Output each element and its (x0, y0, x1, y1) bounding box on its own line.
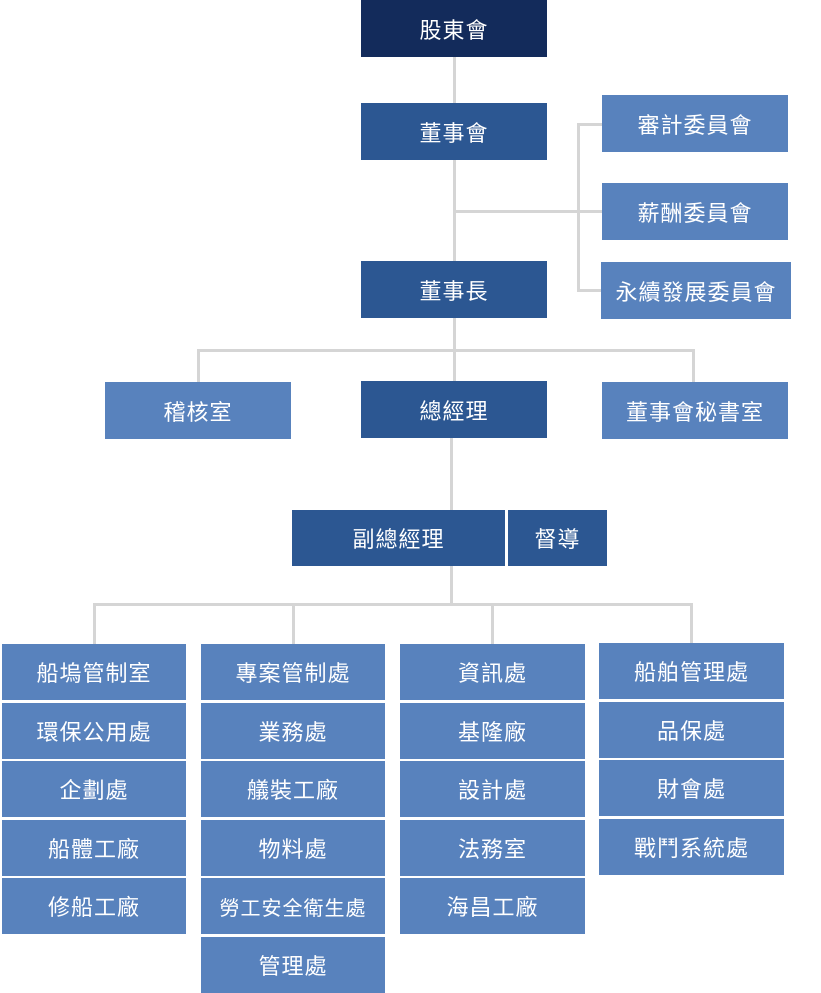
dept-col2-item-6: 管理處 (201, 937, 385, 993)
dept-label: 戰鬥系統處 (633, 837, 749, 862)
dept-label: 物料處 (258, 838, 328, 863)
dept-label: 法務室 (457, 838, 527, 863)
dept-col2-item-4: 物料處 (201, 820, 385, 876)
node-label: 稽核室 (163, 400, 233, 426)
dept-col2-item-5: 勞工安全衛生處 (201, 878, 385, 934)
dept-col2-item-2: 業務處 (201, 703, 385, 759)
dept-label: 管理處 (258, 955, 328, 980)
connector-col4 (690, 603, 693, 643)
dept-col2-item-3: 艤裝工廠 (201, 761, 385, 817)
node-label: 副總經理 (352, 528, 445, 553)
dept-col4-item-4: 戰鬥系統處 (599, 819, 784, 875)
dept-col1-item-4: 船體工廠 (2, 820, 186, 876)
dept-col1-item-2: 環保公用處 (2, 703, 186, 759)
connector-staff-bar (197, 349, 695, 352)
dept-label: 船塢管制室 (36, 662, 152, 687)
connector-col1 (93, 603, 96, 644)
node-board: 董事會 (361, 103, 547, 160)
node-remuneration-committee: 薪酬委員會 (602, 183, 788, 240)
dept-col1-item-5: 修船工廠 (2, 878, 186, 934)
node-vice-president: 副總經理 (292, 510, 505, 566)
connector-shareholders-board (453, 57, 456, 103)
dept-col4-item-2: 品保處 (599, 702, 784, 758)
dept-label: 艤裝工廠 (246, 779, 339, 804)
connector-board-chairman (453, 160, 456, 261)
node-label: 董事長 (419, 279, 489, 305)
connector-committee-branch (455, 210, 602, 213)
dept-col3-item-3: 設計處 (400, 761, 585, 817)
node-chairman: 董事長 (361, 261, 547, 318)
connector-president-vp (450, 438, 453, 510)
dept-label: 企劃處 (59, 779, 129, 804)
dept-label: 設計處 (457, 779, 527, 804)
node-supervisor: 督導 (508, 510, 607, 566)
dept-col4-item-1: 船舶管理處 (599, 643, 784, 699)
dept-label: 專案管制處 (235, 662, 351, 687)
dept-label: 環保公用處 (36, 721, 152, 746)
node-shareholders: 股東會 (361, 0, 547, 57)
node-label: 薪酬委員會 (637, 201, 753, 227)
node-audit-committee: 審計委員會 (602, 95, 788, 152)
dept-label: 船體工廠 (47, 838, 140, 863)
node-label: 審計委員會 (637, 113, 753, 139)
dept-col3-item-5: 海昌工廠 (400, 878, 585, 934)
dept-col3-item-2: 基隆廠 (400, 703, 585, 759)
connector-committee-sustain (577, 289, 602, 292)
dept-label: 基隆廠 (457, 721, 527, 746)
dept-label: 品保處 (656, 720, 726, 745)
connector-vp-down (450, 566, 453, 605)
node-board-secretariat: 董事會秘書室 (602, 382, 788, 439)
node-label: 股東會 (419, 18, 489, 44)
dept-col1-item-1: 船塢管制室 (2, 644, 186, 700)
dept-col3-item-1: 資訊處 (400, 644, 585, 700)
node-label: 總經理 (419, 399, 489, 425)
dept-col2-item-1: 專案管制處 (201, 644, 385, 700)
node-label: 董事會 (419, 121, 489, 147)
node-label: 董事會秘書室 (625, 400, 764, 426)
connector-col2 (292, 603, 295, 644)
dept-label: 修船工廠 (47, 896, 140, 921)
node-president: 總經理 (361, 381, 547, 438)
dept-label: 業務處 (258, 721, 328, 746)
dept-col3-item-4: 法務室 (400, 820, 585, 876)
connector-committee-audit (577, 123, 602, 126)
dept-col1-item-3: 企劃處 (2, 761, 186, 817)
dept-label: 資訊處 (457, 662, 527, 687)
node-label: 永續發展委員會 (615, 280, 777, 306)
node-sustainability-committee: 永續發展委員會 (601, 262, 791, 319)
node-audit-office: 稽核室 (105, 382, 291, 439)
node-label: 督導 (534, 528, 581, 553)
dept-label: 財會處 (656, 778, 726, 803)
connector-staff-right (692, 349, 695, 382)
dept-col4-item-3: 財會處 (599, 760, 784, 816)
connector-dept-bar (93, 603, 693, 606)
dept-label: 勞工安全衛生處 (219, 895, 367, 920)
dept-label: 船舶管理處 (633, 661, 749, 686)
connector-staff-left (197, 349, 200, 382)
dept-label: 海昌工廠 (446, 896, 539, 921)
connector-committee-trunk (577, 124, 580, 291)
connector-col3 (491, 603, 494, 644)
